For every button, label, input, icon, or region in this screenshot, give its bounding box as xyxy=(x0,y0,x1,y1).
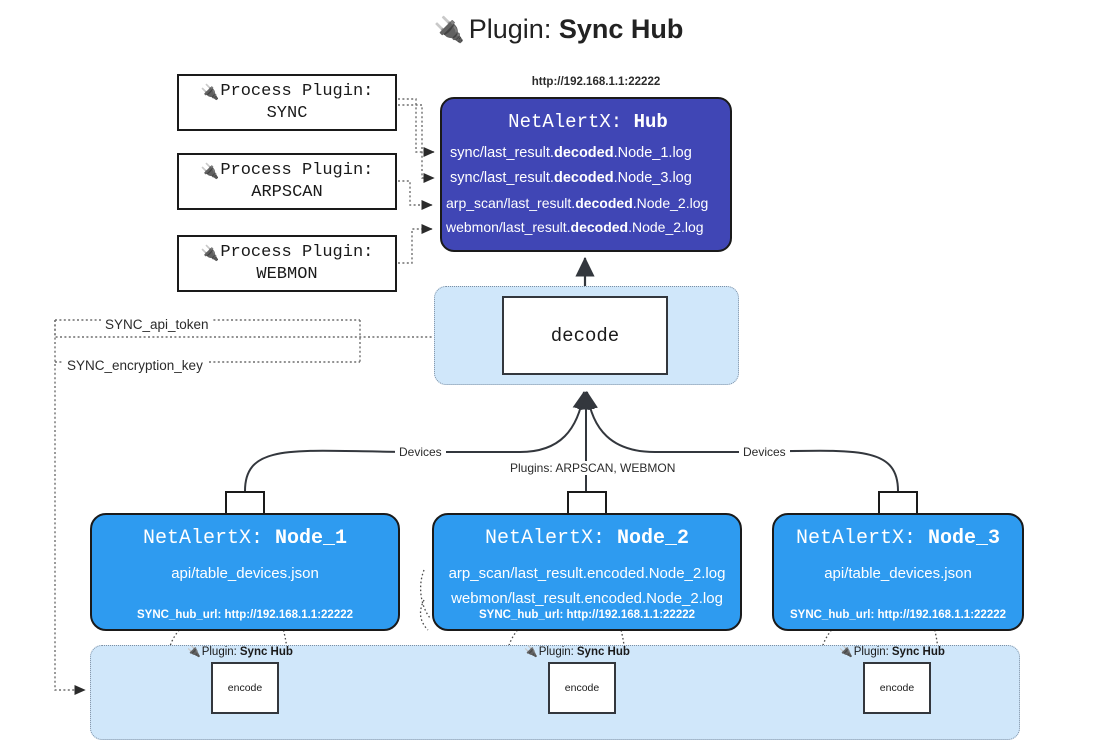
hub-title-prefix: NetAlertX: xyxy=(508,111,623,133)
hub-url-label: http://192.168.1.1:22222 xyxy=(531,76,661,88)
decode-box[interactable]: decode xyxy=(502,296,668,375)
encode-plugin-label: 🔌Plugin:Sync Hub xyxy=(187,645,293,658)
node-title-prefix: NetAlertX: xyxy=(142,527,263,550)
hub-log-pre: webmon/last_result. xyxy=(446,219,571,235)
process-plugin-name: SYNC xyxy=(266,103,308,123)
node-title-name: Node_1 xyxy=(275,527,348,550)
hub-log-em: decoded xyxy=(570,219,629,235)
hub-log-line: sync/last_result.decoded.Node_3.log xyxy=(442,166,734,191)
hub-log-em: decoded xyxy=(553,170,614,186)
encode-plugin-prefix: Plugin: xyxy=(201,645,237,658)
plug-icon: 🔌 xyxy=(200,161,220,180)
node-title: NetAlertX: Node_2 xyxy=(434,527,740,550)
node-log-list: api/table_devices.json xyxy=(92,561,398,586)
node-box-node-2[interactable]: NetAlertX: Node_2 arp_scan/last_result.e… xyxy=(432,513,742,631)
plug-icon: 🔌 xyxy=(187,645,201,658)
process-plugin-label: Process Plugin: xyxy=(220,82,374,102)
encode-plugin-name: Sync Hub xyxy=(239,645,293,658)
node-log-line: webmon/last_result.encoded.Node_2.log xyxy=(451,590,723,607)
hub-log-line: arp_scan/last_result.decoded.Node_2.log xyxy=(442,191,734,215)
hub-log-line: sync/last_result.decoded.Node_1.log xyxy=(442,141,734,166)
process-plugin-box-webmon[interactable]: 🔌Process Plugin: WEBMON xyxy=(177,235,397,292)
node-title-prefix: NetAlertX: xyxy=(795,527,916,550)
encode-box-node-3[interactable]: encode xyxy=(863,662,931,714)
plug-icon: 🔌 xyxy=(524,645,538,658)
hub-title-name: Hub xyxy=(633,111,668,133)
node-title: NetAlertX: Node_3 xyxy=(774,527,1022,550)
edge-label-plugins: Plugins: ARPSCAN, WEBMON xyxy=(506,461,680,475)
node-log-line: api/table_devices.json xyxy=(171,565,319,582)
node-hub-url: SYNC_hub_url: http://192.168.1.1:22222 xyxy=(789,609,1007,621)
process-plugin-name: WEBMON xyxy=(256,264,318,284)
plug-icon: 🔌 xyxy=(433,16,465,44)
node-box-node-1[interactable]: NetAlertX: Node_1 api/table_devices.json… xyxy=(90,513,400,631)
hub-log-post: .Node_2.log xyxy=(628,219,704,235)
sync-api-token-label: SYNC_api_token xyxy=(101,317,213,332)
process-plugin-name: ARPSCAN xyxy=(251,182,323,202)
hub-log-em: decoded xyxy=(575,195,633,211)
node-title-prefix: NetAlertX: xyxy=(484,527,605,550)
plug-icon: 🔌 xyxy=(200,243,220,262)
node-hub-url: SYNC_hub_url: http://192.168.1.1:22222 xyxy=(136,609,354,621)
node-log-line: arp_scan/last_result.encoded.Node_2.log xyxy=(448,565,726,582)
encode-box-node-2[interactable]: encode xyxy=(548,662,616,714)
node-title-name: Node_2 xyxy=(617,527,690,550)
hub-title: NetAlertX: Hub xyxy=(442,111,734,133)
page-title-prefix: Plugin: xyxy=(468,14,552,44)
sync-encryption-key-label: SYNC_encryption_key xyxy=(63,358,207,373)
hub-log-pre: sync/last_result. xyxy=(450,170,554,186)
node-box-node-3[interactable]: NetAlertX: Node_3 api/table_devices.json… xyxy=(772,513,1024,631)
encode-plugin-prefix: Plugin: xyxy=(538,645,574,658)
process-plugin-box-arpscan[interactable]: 🔌Process Plugin: ARPSCAN xyxy=(177,153,397,210)
hub-log-line: webmon/last_result.decoded.Node_2.log xyxy=(442,215,734,239)
hub-log-post: .Node_3.log xyxy=(613,170,692,186)
process-plugin-box-sync[interactable]: 🔌Process Plugin: SYNC xyxy=(177,74,397,131)
encode-plugin-label: 🔌Plugin:Sync Hub xyxy=(524,645,630,658)
encode-plugin-label: 🔌Plugin:Sync Hub xyxy=(839,645,945,658)
page-title: 🔌Plugin: Sync Hub xyxy=(0,14,1117,45)
hub-log-em: decoded xyxy=(553,145,614,161)
encode-box-node-1[interactable]: encode xyxy=(211,662,279,714)
node-log-line: api/table_devices.json xyxy=(824,565,972,582)
page-title-name: Sync Hub xyxy=(558,14,684,44)
hub-box[interactable]: NetAlertX: Hub sync/last_result.decoded.… xyxy=(440,97,732,252)
encode-plugin-name: Sync Hub xyxy=(891,645,945,658)
edge-label-devices-right: Devices xyxy=(739,445,790,459)
process-plugin-label: Process Plugin: xyxy=(220,161,374,181)
hub-log-pre: sync/last_result. xyxy=(450,145,554,161)
hub-log-list: sync/last_result.decoded.Node_1.log sync… xyxy=(442,141,734,239)
node-hub-url: SYNC_hub_url: http://192.168.1.1:22222 xyxy=(478,609,696,621)
plug-icon: 🔌 xyxy=(200,82,220,101)
process-plugin-label: Process Plugin: xyxy=(220,243,374,263)
hub-log-pre: arp_scan/last_result. xyxy=(446,195,576,211)
encode-plugin-prefix: Plugin: xyxy=(853,645,889,658)
hub-log-post: .Node_1.log xyxy=(613,145,692,161)
hub-log-post: .Node_2.log xyxy=(632,195,709,211)
node-title-name: Node_3 xyxy=(928,527,1001,550)
node-log-list: api/table_devices.json xyxy=(774,561,1022,586)
plug-icon: 🔌 xyxy=(839,645,853,658)
node-log-list: arp_scan/last_result.encoded.Node_2.log … xyxy=(434,561,740,611)
edge-label-devices-left: Devices xyxy=(395,445,446,459)
encode-plugin-name: Sync Hub xyxy=(576,645,630,658)
node-title: NetAlertX: Node_1 xyxy=(92,527,398,550)
